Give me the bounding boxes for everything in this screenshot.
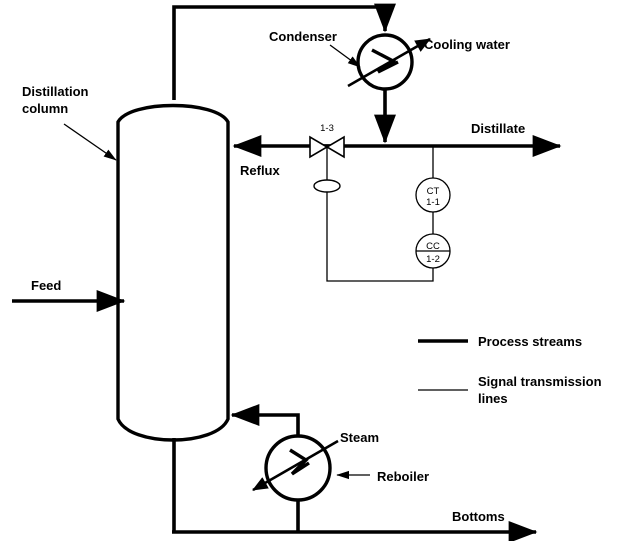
reboiler-vapor-return-line <box>230 404 300 437</box>
composition-controller[interactable]: CC 1-2 <box>415 233 451 269</box>
legend: Process streams Signal transmission line… <box>418 334 602 406</box>
transmitter-function-label: CT <box>427 186 440 197</box>
controller-function-label: CC <box>426 241 440 252</box>
feed-label: Feed <box>31 278 61 293</box>
column-label-line1: Distillation <box>22 84 89 99</box>
legend-signal-line-label-line2: lines <box>478 391 508 406</box>
reflux-control-valve[interactable] <box>309 135 345 193</box>
steam-label: Steam <box>340 430 379 445</box>
composition-transmitter[interactable]: CT 1-1 <box>415 177 451 213</box>
reboiler-label: Reboiler <box>377 469 429 484</box>
overhead-vapor-line <box>172 3 396 100</box>
condenser-label: Condenser <box>269 29 337 44</box>
controller-tag-label: 1-2 <box>426 254 440 265</box>
column-label-line2: column <box>22 101 68 116</box>
distillation-column <box>116 103 230 442</box>
transmitter-tag-label: 1-1 <box>426 197 440 208</box>
valve-tag-label: 1-3 <box>320 123 334 134</box>
legend-process-stream-label: Process streams <box>478 334 582 349</box>
cooling-water-label: Cooling water <box>424 37 510 52</box>
reboiler <box>252 434 339 502</box>
controller-to-valve-line <box>326 192 434 282</box>
bottoms-label: Bottoms <box>452 509 505 524</box>
distillate-label: Distillate <box>471 121 525 136</box>
condenser-label-leader <box>329 44 361 68</box>
condenser <box>347 33 431 91</box>
legend-signal-line-label-line1: Signal transmission <box>478 374 602 389</box>
column-label-leader <box>63 123 117 161</box>
reflux-label: Reflux <box>240 163 281 178</box>
